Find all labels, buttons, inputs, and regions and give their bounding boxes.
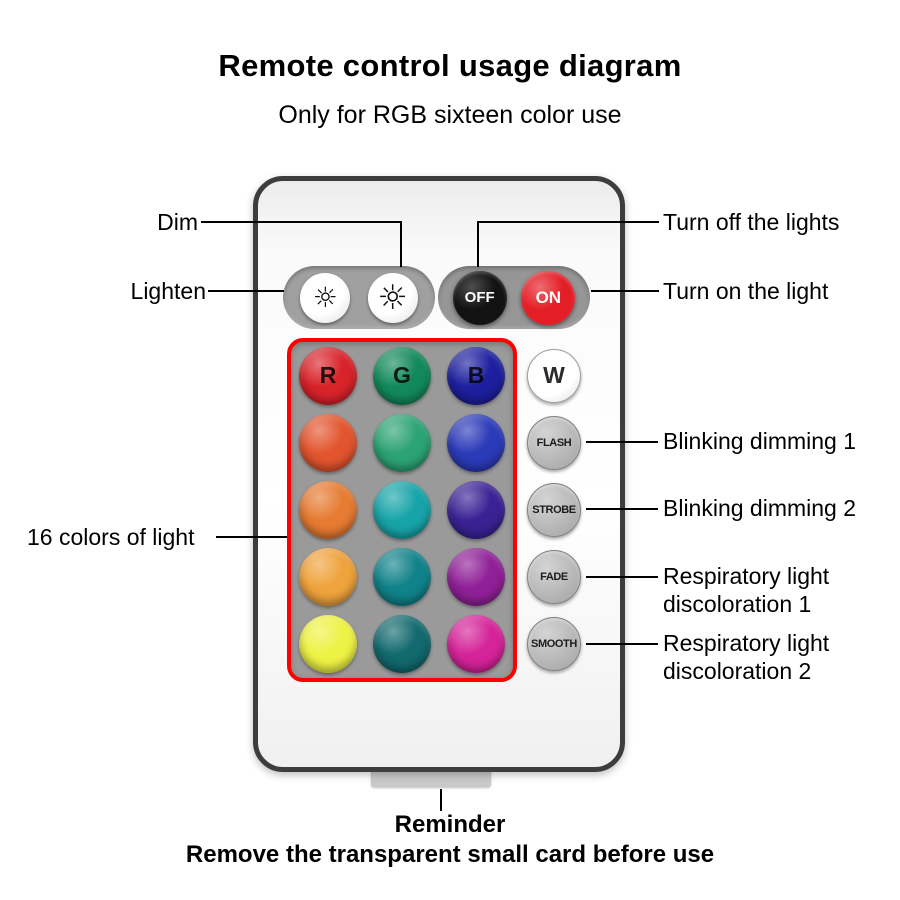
label-respiratory-1: Respiratory light discoloration 1 xyxy=(663,563,830,617)
color-button-2-3[interactable] xyxy=(447,413,505,472)
page-subtitle: Only for RGB sixteen color use xyxy=(278,101,622,129)
callout-line-lighten xyxy=(208,290,284,292)
label-lighten: Lighten xyxy=(130,278,206,304)
color-button-3-1[interactable] xyxy=(299,480,357,539)
brightness-panel: ☼ ☼ xyxy=(283,266,435,329)
color-button-g[interactable]: G xyxy=(373,346,431,405)
off-button[interactable]: OFF xyxy=(452,270,507,325)
label-respiratory-2: Respiratory light discoloration 2 xyxy=(663,630,830,684)
color-button-4-3[interactable] xyxy=(447,548,505,607)
reminder-title: Reminder xyxy=(394,811,506,838)
dim-button[interactable]: ☼ xyxy=(367,272,418,323)
label-sixteen-colors: 16 colors of light xyxy=(27,524,195,550)
page-title: Remote control usage diagram xyxy=(218,48,682,83)
callout-line-strobe xyxy=(586,508,658,510)
callout-line-turn-off-vertical xyxy=(477,221,479,267)
callout-line-turn-on xyxy=(591,290,659,292)
flash-button[interactable]: FLASH xyxy=(527,415,581,470)
color-button-2-2[interactable] xyxy=(373,413,431,472)
color-button-b[interactable]: B xyxy=(447,346,505,405)
callout-line-reminder xyxy=(440,789,442,811)
callout-line-dim-horizontal xyxy=(201,221,401,223)
white-button[interactable]: W xyxy=(527,348,581,403)
color-button-5-2[interactable] xyxy=(373,615,431,674)
lighten-button[interactable]: ☼ xyxy=(300,272,351,323)
color-button-5-3[interactable] xyxy=(447,615,505,674)
color-button-r[interactable]: R xyxy=(299,346,357,405)
callout-line-flash xyxy=(586,441,658,443)
fade-button[interactable]: FADE xyxy=(527,550,581,605)
brightness-down-icon: ☼ xyxy=(377,277,408,318)
power-panel: OFF ON xyxy=(438,266,590,329)
callout-line-turn-off-horizontal xyxy=(478,221,659,223)
label-blinking-2: Blinking dimming 2 xyxy=(663,495,857,521)
label-blinking-1: Blinking dimming 1 xyxy=(663,428,857,454)
color-button-3-3[interactable] xyxy=(447,480,505,539)
callout-line-smooth xyxy=(586,643,658,645)
label-turn-on: Turn on the light xyxy=(663,278,829,304)
label-dim: Dim xyxy=(157,209,198,235)
color-button-4-2[interactable] xyxy=(373,548,431,607)
smooth-button[interactable]: SMOOTH xyxy=(527,617,581,672)
strobe-button[interactable]: STROBE xyxy=(527,482,581,537)
reminder-note: Remove the transparent small card before… xyxy=(185,841,715,868)
color-button-5-1[interactable] xyxy=(299,615,357,674)
color-button-2-1[interactable] xyxy=(299,413,357,472)
callout-line-dim-vertical xyxy=(400,221,402,267)
mode-column: W FLASH STROBE FADE SMOOTH xyxy=(526,338,582,682)
on-button[interactable]: ON xyxy=(521,270,576,325)
color-button-4-1[interactable] xyxy=(299,548,357,607)
color-button-3-2[interactable] xyxy=(373,480,431,539)
callout-line-sixteen-colors xyxy=(216,536,287,538)
label-turn-off: Turn off the lights xyxy=(663,209,840,235)
callout-line-fade xyxy=(586,576,658,578)
brightness-up-icon: ☼ xyxy=(312,280,338,314)
